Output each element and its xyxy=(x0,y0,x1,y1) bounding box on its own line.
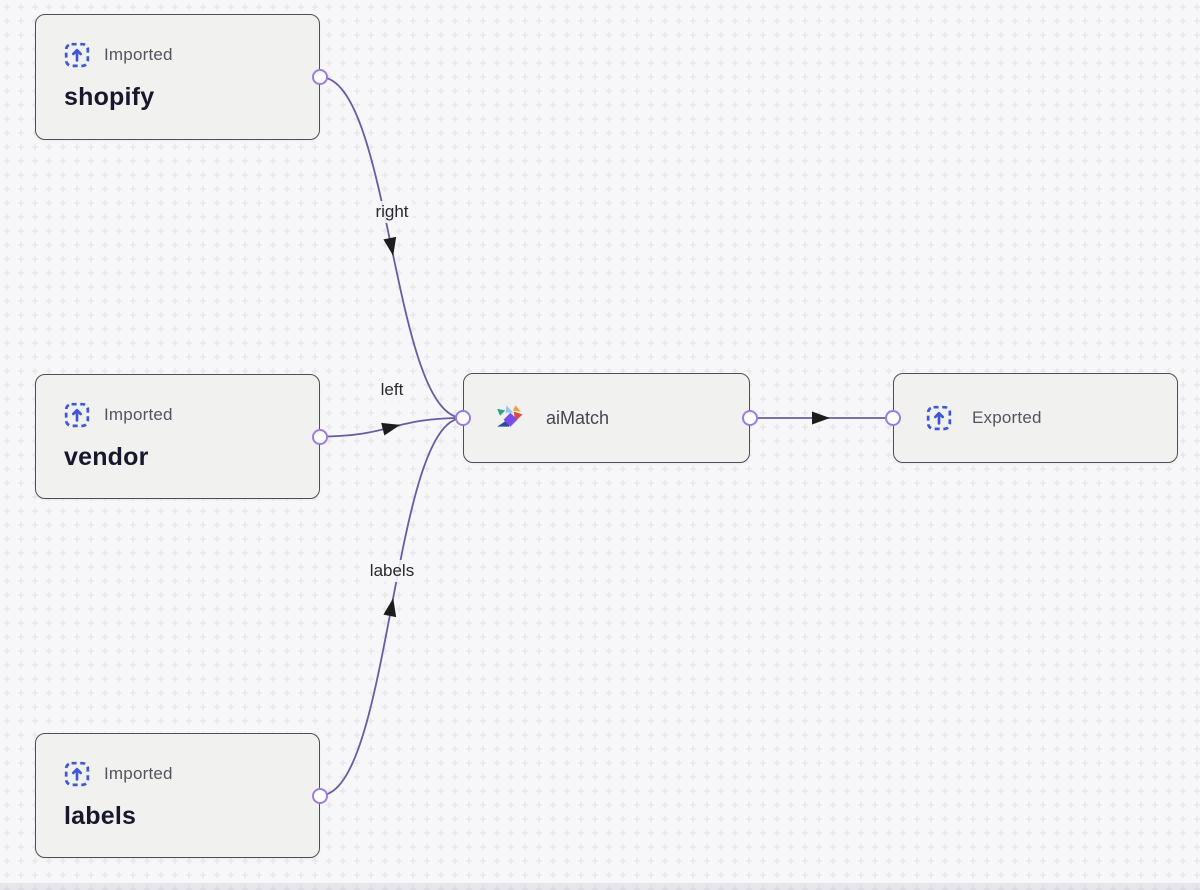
node-labels[interactable]: Imported labels xyxy=(35,733,328,858)
node-title: shopify xyxy=(64,83,155,111)
handle-source-labels[interactable] xyxy=(312,787,328,804)
handle-target-aimatch[interactable] xyxy=(455,410,471,426)
edge-label-left: left xyxy=(375,379,409,401)
node-header: Imported xyxy=(64,761,293,787)
node-header: Imported xyxy=(64,42,293,68)
edge-label-right: right xyxy=(370,201,414,223)
handle-source-shopify[interactable] xyxy=(312,69,328,85)
node-title: vendor xyxy=(64,443,149,471)
handle-source-vendor[interactable] xyxy=(312,428,328,445)
arrowhead-edge-shopify xyxy=(383,236,397,256)
node-type-label: Exported xyxy=(972,408,1042,427)
edge-label-labels: labels xyxy=(364,560,420,582)
arrowhead-edge-exported xyxy=(812,411,830,425)
node-vendor[interactable]: Imported vendor xyxy=(35,374,328,499)
node-exported[interactable]: Exported xyxy=(885,373,1178,463)
import-icon xyxy=(64,42,90,68)
node-title: labels xyxy=(64,802,137,830)
import-icon xyxy=(64,761,90,787)
export-icon xyxy=(926,405,952,431)
canvas-bottom-edge xyxy=(0,883,1200,890)
handle-target-exported[interactable] xyxy=(885,410,901,426)
aimatch-tangram-logo-icon xyxy=(496,404,526,432)
node-type-label: Imported xyxy=(104,764,173,783)
node-type-label: Imported xyxy=(104,45,173,64)
import-icon xyxy=(64,402,90,428)
arrowhead-edge-vendor xyxy=(381,422,401,436)
handle-source-aimatch[interactable] xyxy=(742,410,758,426)
node-type-label: Imported xyxy=(104,405,173,424)
node-header: Imported xyxy=(64,402,293,428)
node-title: aiMatch xyxy=(546,407,610,428)
arrowhead-edge-labels xyxy=(383,598,397,618)
node-aimatch[interactable]: aiMatch xyxy=(455,373,758,463)
node-shopify[interactable]: Imported shopify xyxy=(35,14,328,140)
